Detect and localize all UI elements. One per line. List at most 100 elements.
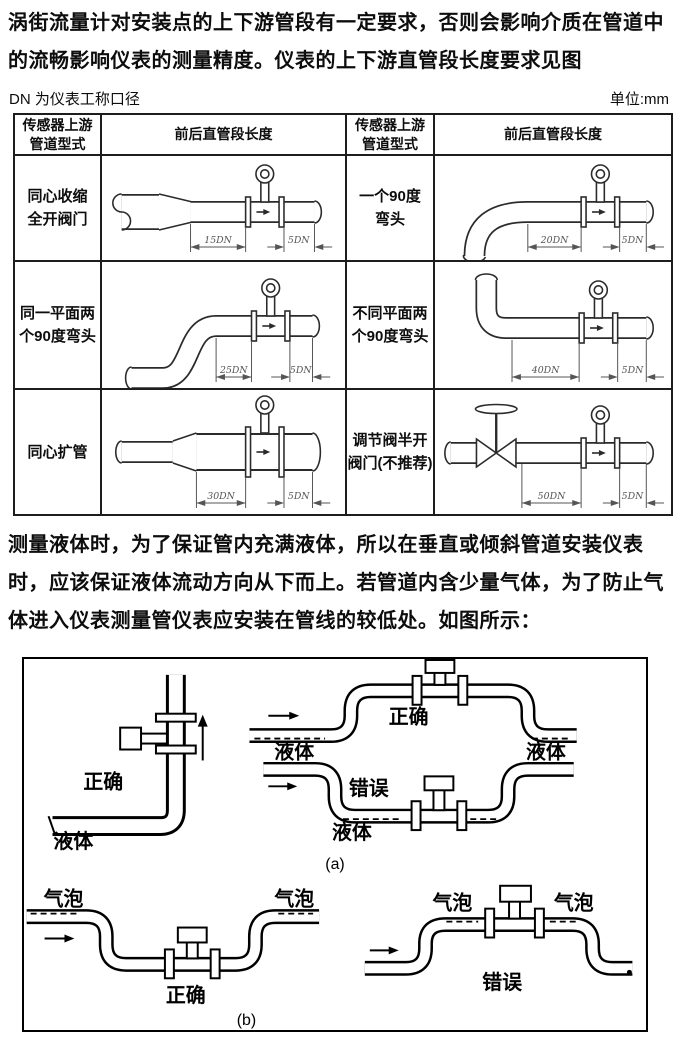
flange <box>154 744 197 755</box>
correct-label: 正确 <box>166 984 206 1007</box>
flowmeter-icon <box>244 395 285 478</box>
pipe-type-label-single-elbow: 一个90度 弯头 <box>345 154 435 262</box>
column-header-straight-length-2: 前后直管段长度 <box>433 113 673 156</box>
bubble-label: 气泡 <box>43 888 84 911</box>
dimension-label: 50DN <box>538 491 566 502</box>
diagram-single-elbow: 20DN 5DN <box>433 154 673 262</box>
dip-correct-diagram: 气泡 气泡 正确 <box>26 888 320 1007</box>
header-line: 前后直管段长度 <box>504 126 602 142</box>
dimension-label: 15DN <box>204 235 232 246</box>
diagram-two-elbows-different-plane: 40DN 5DN <box>433 260 673 390</box>
flowmeter-icon <box>580 405 621 469</box>
flowmeter-icon <box>424 659 456 674</box>
straight-pipe-requirement-table: 传感器上游 管道型式 前后直管段长度 传感器上游 管道型式 前后直管段长度 同心… <box>13 113 673 516</box>
dimension: 40DN 5DN <box>511 340 665 382</box>
flange <box>457 674 469 706</box>
diagram-half-open-valve: 50DN 5DN <box>433 388 673 516</box>
flowmeter-stem <box>185 940 199 960</box>
flange <box>456 800 468 832</box>
unit-note: 单位:mm <box>609 91 669 108</box>
diagram-two-elbows-same-plane: 25DN 5DN <box>100 260 347 390</box>
column-header-upstream-type-2: 传感器上游 管道型式 <box>345 113 435 156</box>
caption-b: (b) <box>237 1012 256 1029</box>
flowmeter-stem <box>508 899 521 920</box>
table-header-row: 传感器上游 管道型式 前后直管段长度 传感器上游 管道型式 前后直管段长度 <box>13 113 673 156</box>
bubble-label: 气泡 <box>431 892 472 915</box>
header-line: 管道型式 <box>362 135 418 152</box>
pipe-type-label-concentric-expander: 同心扩管 <box>13 388 102 516</box>
dimension: 20DN 5DN <box>527 224 665 252</box>
flowmeter-stem <box>432 788 446 812</box>
header-line: 前后直管段长度 <box>174 126 273 142</box>
table-row: 同心收缩 全开阀门 <box>13 154 673 262</box>
flowmeter-icon <box>423 775 455 792</box>
flowmeter-icon <box>176 926 208 944</box>
flange <box>410 800 422 832</box>
header-line: 传感器上游 <box>22 116 93 133</box>
pipe-diagram-svg: 30DN 5DN <box>115 395 331 508</box>
dimension-label: 5DN <box>622 365 644 376</box>
flowmeter-icon <box>119 726 143 751</box>
header-line: 管道型式 <box>29 135 86 152</box>
flowmeter-icon <box>499 884 532 903</box>
table-row: 同心扩管 <box>13 388 673 516</box>
flowmeter-icon <box>580 164 621 228</box>
column-header-upstream-type-1: 传感器上游 管道型式 <box>13 113 102 156</box>
caption-a: (a) <box>325 856 344 873</box>
dimension: 25DN 5DN <box>215 338 331 382</box>
flange <box>484 907 496 939</box>
pipe <box>115 432 322 472</box>
installation-figure-svg: 正确 液体 正确 液体 液体 <box>26 659 633 1029</box>
flange <box>533 907 545 939</box>
dimension-label: 20DN <box>540 235 569 246</box>
pipe <box>474 273 654 340</box>
bubble-label: 气泡 <box>273 888 314 911</box>
dimension-label: 5DN <box>290 365 312 376</box>
header-line: 传感器上游 <box>355 116 425 133</box>
pipe-diagram-svg: 40DN 5DN <box>474 273 665 382</box>
dimension: 30DN 5DN <box>195 472 331 508</box>
installation-figure: 正确 液体 正确 液体 液体 <box>22 657 648 1032</box>
pipe <box>112 193 323 231</box>
liquid-label: 液体 <box>332 821 372 844</box>
pipe <box>462 200 654 260</box>
over-hump-correct-diagram: 正确 液体 液体 <box>249 659 577 763</box>
wrong-label: 错误 <box>482 971 523 994</box>
liquid-label: 液体 <box>274 740 314 763</box>
dn-definition-note: DN 为仪表工称口径 <box>9 91 140 108</box>
pipe-type-label-concentric-reducer: 同心收缩 全开阀门 <box>13 154 102 262</box>
pipe-diagram-svg: 20DN 5DN <box>462 164 665 260</box>
flowmeter-icon <box>578 280 619 344</box>
pipe-type-label-two-elbows-same-plane: 同一平面两 个90度弯头 <box>13 260 102 390</box>
intro-paragraph: 涡街流量计对安装点的上下游管段有一定要求，否则会影响介质在管道中的流畅影响仪表的… <box>8 12 664 72</box>
pipe-diagram-svg: 50DN 5DN <box>444 403 665 508</box>
table-note-row: DN 为仪表工称口径 单位:mm <box>9 88 669 109</box>
rise-wrong-diagram: 气泡 气泡 错误 <box>364 884 633 994</box>
liquid-label: 液体 <box>54 830 94 853</box>
dimension-label: 5DN <box>622 235 644 246</box>
liquid-label: 液体 <box>526 740 566 763</box>
flange <box>163 948 175 980</box>
flange <box>154 712 197 723</box>
pipe-type-label-half-open-valve: 调节阀半开 阀门(不推荐) <box>345 388 435 516</box>
valve-icon <box>474 403 518 469</box>
correct-label: 正确 <box>83 770 123 793</box>
flowmeter-icon <box>250 278 291 342</box>
dimension-label: 30DN <box>207 491 235 502</box>
dimension-label: 5DN <box>288 235 310 246</box>
pipe <box>124 314 321 388</box>
dimension-label: 40DN <box>531 365 560 376</box>
dimension-label: 25DN <box>219 365 248 376</box>
liquid-measurement-paragraph: 测量液体时，为了保证管内充满液体，所以在垂直或倾斜管道安装仪表时，应该保证液体流… <box>8 534 664 632</box>
flowmeter-icon <box>244 164 285 228</box>
dimension-label: 5DN <box>288 491 310 502</box>
under-dip-wrong-diagram: 错误 液体 <box>263 761 574 844</box>
dimension: 50DN 5DN <box>521 464 665 508</box>
wrong-label: 错误 <box>349 777 390 800</box>
column-header-straight-length-1: 前后直管段长度 <box>100 113 347 156</box>
diagram-concentric-reducer: 15DN 5DN <box>100 154 347 262</box>
correct-label: 正确 <box>389 706 429 729</box>
bubble-label: 气泡 <box>553 892 594 915</box>
dimension-label: 5DN <box>622 491 644 502</box>
